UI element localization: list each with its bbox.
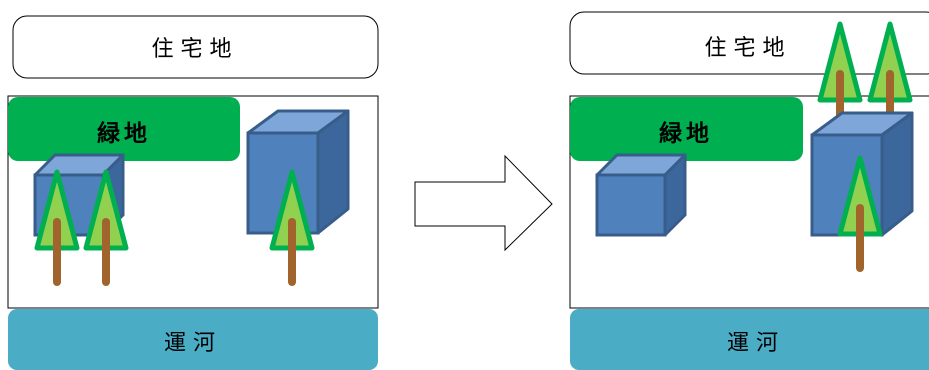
building-small	[595, 153, 687, 237]
transition-arrow-icon	[414, 154, 553, 252]
before-panel: 住宅地 緑地 運河	[7, 15, 379, 370]
canal-label: 運河	[164, 331, 222, 356]
green-zone	[8, 97, 240, 161]
residential-zone	[12, 15, 379, 79]
green-label: 緑地	[97, 120, 151, 147]
canal-label: 運河	[727, 331, 785, 356]
canal-zone	[8, 309, 378, 370]
canal-zone	[570, 309, 929, 370]
green-label: 緑地	[659, 120, 713, 147]
green-zone	[570, 97, 803, 161]
residential-label: 住宅地	[151, 37, 238, 62]
after-panel: 住宅地 緑地 運河	[569, 11, 929, 370]
residential-label: 住宅地	[704, 36, 791, 61]
